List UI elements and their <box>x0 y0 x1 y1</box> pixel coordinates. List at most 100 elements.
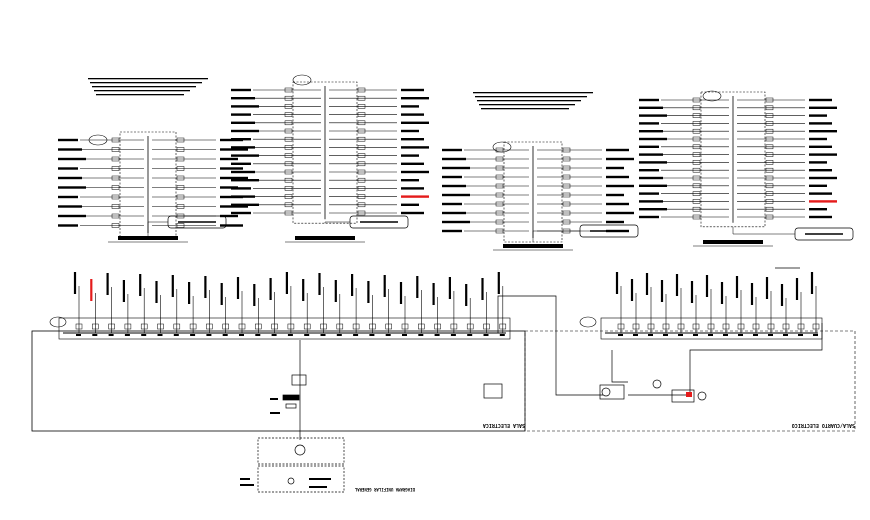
circuit-label-right <box>809 161 827 164</box>
breaker-left <box>692 183 701 189</box>
circuit-label-right <box>809 184 827 187</box>
circuit-label-left <box>231 113 251 116</box>
branch-breaker <box>692 323 700 330</box>
breaker-left <box>692 199 701 204</box>
circuit-label-left <box>58 195 78 199</box>
breaker-right <box>562 156 571 162</box>
branch-tag <box>693 334 698 336</box>
circuit-label-right <box>606 202 629 206</box>
breaker-right <box>765 199 774 204</box>
breaker-right <box>357 104 366 109</box>
branch-tag <box>663 334 668 336</box>
branch-tag <box>768 334 773 336</box>
panel-note-line <box>90 82 202 84</box>
circuit-label-right <box>401 195 429 198</box>
circuit-label-left <box>639 98 659 102</box>
callout-leader <box>532 230 580 242</box>
breaker-right <box>765 113 774 118</box>
branch-breaker <box>303 323 311 330</box>
breaker-right <box>765 183 774 189</box>
breaker-left <box>284 194 293 199</box>
breaker-left <box>111 223 120 228</box>
branch-tag <box>336 334 342 336</box>
circuit-label-right <box>809 98 832 102</box>
breaker-right <box>765 105 774 111</box>
circuit-label-left <box>639 106 663 109</box>
circuit-label-left <box>442 184 466 188</box>
circuit-label-left <box>639 192 659 195</box>
panel-schedules <box>58 74 854 251</box>
panel-schedule <box>639 90 854 247</box>
branch-tag <box>798 334 803 336</box>
breaker-left <box>284 95 293 101</box>
breaker-left <box>692 191 701 196</box>
circuit-label-right <box>809 192 832 195</box>
branch-breaker <box>434 323 441 330</box>
circuit-label-left <box>639 200 663 203</box>
highlight-breaker-right <box>686 392 692 397</box>
circuit-label-left <box>58 205 82 208</box>
circuit-label-left <box>231 121 255 124</box>
breaker-left <box>284 112 293 117</box>
branch-tag <box>239 334 244 336</box>
circuit-label-left <box>58 138 78 142</box>
breaker-right <box>357 210 366 216</box>
circuit-label-right <box>401 187 424 190</box>
breaker-right <box>562 210 571 216</box>
breaker-left <box>495 219 504 225</box>
branch-breaker <box>812 323 820 330</box>
callout-leader <box>732 226 795 235</box>
circuit-label-left <box>58 224 78 227</box>
branch-breaker <box>752 323 760 330</box>
panel-note-line <box>481 108 569 110</box>
circuit-label-right <box>606 184 634 188</box>
branch-breaker <box>124 323 132 330</box>
circuit-label-left <box>442 211 466 215</box>
circuit-label-right <box>220 224 243 227</box>
circuit-label-left <box>639 169 659 172</box>
supply-cloud-icon <box>292 74 312 86</box>
branch-breaker <box>206 323 213 330</box>
breaker-left <box>284 202 293 208</box>
callout-leader <box>324 221 350 224</box>
panel-title-bar <box>295 236 355 240</box>
circuit-label-left <box>442 148 462 152</box>
breaker-right <box>357 145 366 150</box>
breaker-left <box>692 214 701 220</box>
breaker-left <box>692 97 701 103</box>
panel-title-bar <box>703 240 763 244</box>
branch-breaker <box>369 323 376 330</box>
breaker-left <box>495 228 504 234</box>
breaker-right <box>765 136 774 142</box>
branch-breaker <box>797 323 805 330</box>
breaker-left <box>495 174 504 180</box>
breaker-right <box>176 223 185 228</box>
branch-breaker <box>450 323 458 330</box>
breaker-right <box>765 97 774 103</box>
circuit-label-right <box>220 157 238 161</box>
branch-tag <box>783 334 788 336</box>
breaker-left <box>495 201 504 207</box>
circuit-label-right <box>401 113 424 116</box>
breaker-left <box>495 192 504 198</box>
breaker-left <box>284 87 293 93</box>
circuit-label-left <box>58 148 82 151</box>
circuit-label-left <box>639 176 663 180</box>
circuit-label-left <box>231 195 255 198</box>
branch-tag <box>92 334 98 336</box>
breaker-left <box>284 169 293 175</box>
circuit-label-right <box>809 114 827 117</box>
breaker-left <box>284 210 293 216</box>
breaker-right <box>176 185 185 190</box>
supply-cloud-icon <box>49 316 67 328</box>
circuit-label-right <box>401 179 419 182</box>
branch-tag <box>353 334 359 336</box>
branch-breaker <box>238 323 246 330</box>
breaker-right <box>765 121 774 126</box>
circuit-label-left <box>58 167 78 170</box>
branch-tag <box>173 334 179 336</box>
breaker-right <box>176 137 185 143</box>
circuit-label-left <box>442 157 466 161</box>
branch-tag <box>633 334 638 336</box>
